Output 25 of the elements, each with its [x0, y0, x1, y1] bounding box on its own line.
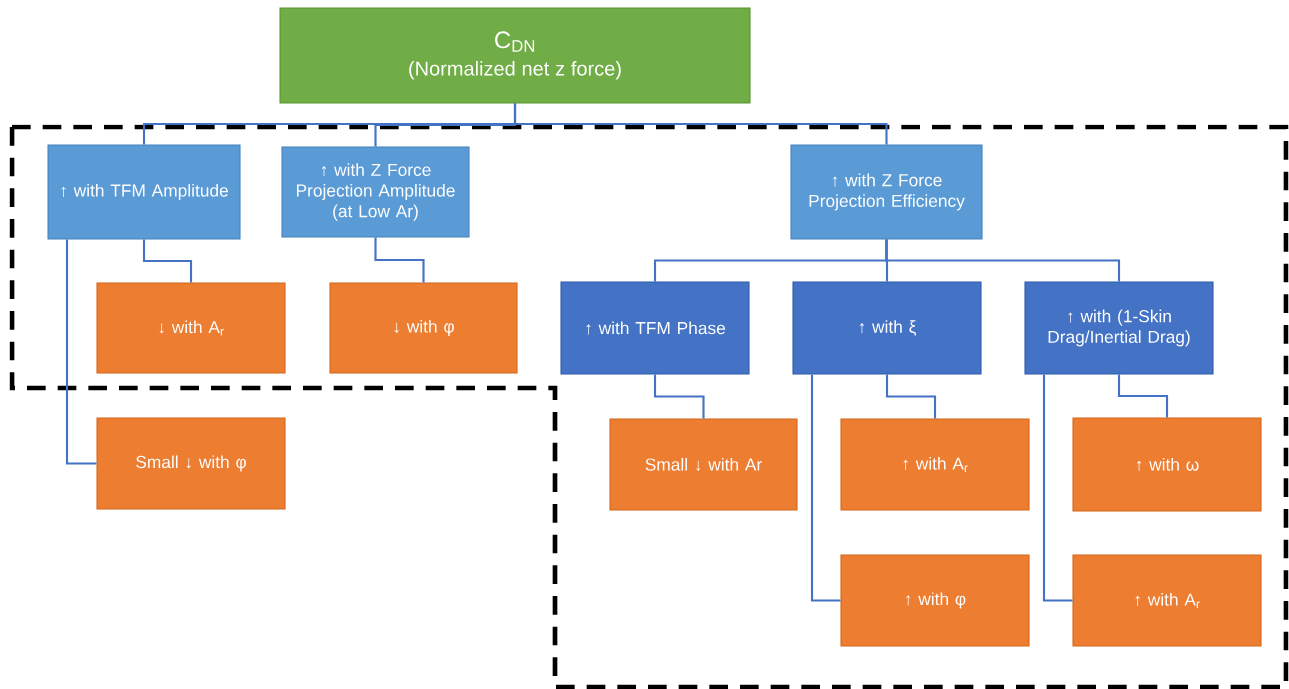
factor-box: ↑ with TFM Amplitude — [47, 144, 241, 240]
subfactor-box: ↑ with ξ — [792, 281, 982, 375]
effect-box: ↑ with φ — [840, 554, 1030, 647]
effect-box: Small ↓ with φ — [96, 417, 286, 510]
factor-box: ↑ with Z Force Projection Amplitude (at Low Ar) — [281, 146, 470, 238]
effect-box: ↑ with ω — [1072, 417, 1262, 512]
connector — [513, 103, 888, 145]
effect-box: ↑ with A$_{r}$ — [1072, 554, 1262, 647]
factor-box: ↑ with Z Force Projection Efficiency — [790, 144, 983, 240]
connector — [65, 239, 97, 465]
connector — [374, 237, 425, 283]
connector — [885, 374, 937, 419]
effect-box: ↓ with φ — [329, 282, 518, 374]
connector — [653, 374, 705, 419]
connector — [885, 239, 1121, 282]
connector — [142, 239, 193, 283]
title-box: C$_{DN}$ (Normalized net z force) — [279, 7, 751, 104]
effect-box: ↑ with A$_{r}$ — [840, 418, 1030, 511]
subfactor-box: ↑ with (1-Skin Drag/Inertial Drag) — [1024, 281, 1214, 375]
effect-box: ↓ with A$_{r}$ — [96, 282, 286, 374]
connector — [1042, 374, 1073, 602]
subfactor-box: ↑ with TFM Phase — [560, 281, 750, 375]
effect-box: Small ↓ with Ar — [609, 418, 798, 511]
connector — [810, 374, 841, 602]
connector — [1117, 374, 1169, 418]
